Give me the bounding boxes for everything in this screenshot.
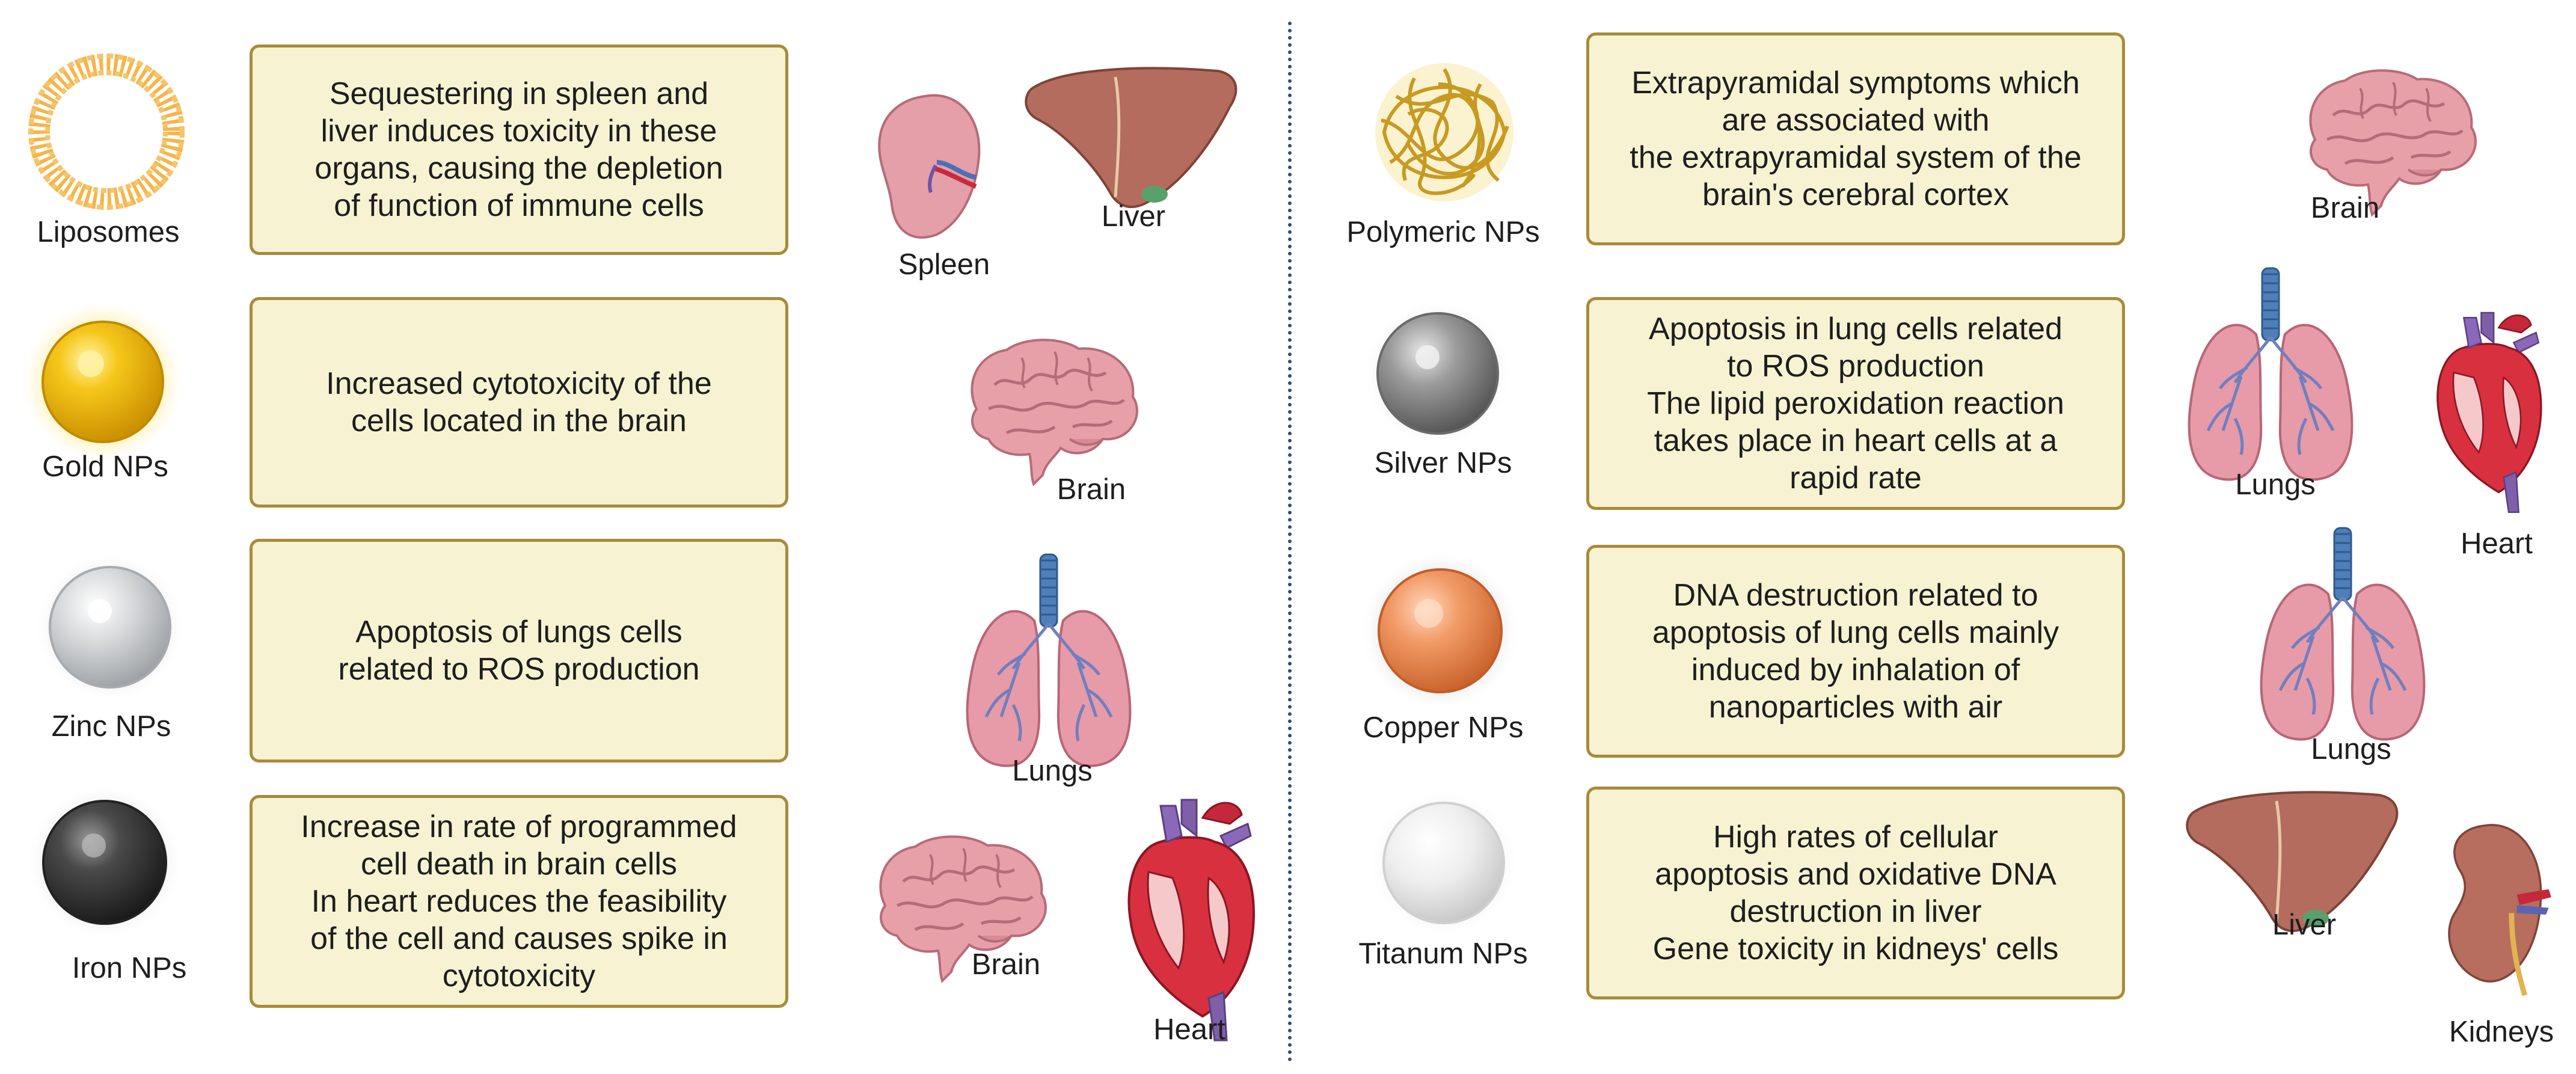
effect-line: related to ROS production xyxy=(338,652,700,687)
np-label-iron: Iron NPs xyxy=(72,952,187,984)
organ-label-lungs: Lungs xyxy=(2311,733,2391,766)
effect-line: DNA destruction related to xyxy=(1673,578,2038,613)
effect-box-titanium: High rates of cellular apoptosis and oxi… xyxy=(1586,787,2125,999)
effect-line: to ROS production xyxy=(1727,349,1984,384)
effect-line: apoptosis of lung cells mainly xyxy=(1652,615,2059,650)
organ-label-brain: Brain xyxy=(1056,473,1126,506)
effect-line: Apoptosis of lungs cells xyxy=(355,615,682,649)
effect-line: brain's cerebral cortex xyxy=(1702,177,2009,212)
effect-line: are associated with xyxy=(1722,103,1990,138)
organ-label-liver: Liver xyxy=(1101,200,1166,233)
effect-line: The lipid peroxidation reaction xyxy=(1647,386,2064,421)
np-label-copper: Copper NPs xyxy=(1363,711,1524,744)
effect-line: takes place in heart cells at a xyxy=(1654,423,2058,458)
effect-box-zinc: Apoptosis of lungs cells related to ROS … xyxy=(250,539,788,763)
zinc-sphere-icon xyxy=(35,552,185,702)
effect-line: induced by inhalation of xyxy=(1691,652,2020,687)
effect-line: destruction in liver xyxy=(1729,894,1982,929)
np-label-gold: Gold NPs xyxy=(42,450,168,483)
organ-label-spleen: Spleen xyxy=(898,248,990,281)
effect-line: of function of immune cells xyxy=(334,188,704,223)
effect-line: liver induces toxicity in these xyxy=(320,114,717,149)
effect-box-silver: Apoptosis in lung cells related to ROS p… xyxy=(1586,297,2125,510)
organ-label-heart: Heart xyxy=(2461,527,2533,560)
heart-icon xyxy=(1127,799,1255,1042)
effect-box-liposomes: Sequestering in spleen and liver induces… xyxy=(250,44,788,255)
effect-box-polymeric: Extrapyramidal symptoms which are associ… xyxy=(1586,32,2125,245)
effect-line: Increase in rate of programmed xyxy=(301,809,737,844)
organ-label-lungs: Lungs xyxy=(2235,468,2316,501)
silver-sphere-icon xyxy=(1364,299,1512,447)
effect-line: the extrapyramidal system of the xyxy=(1630,140,2082,175)
effect-line: Sequestering in spleen and xyxy=(329,76,709,111)
organ-label-liver: Liver xyxy=(2272,909,2337,941)
lungs-icon xyxy=(2184,268,2358,485)
liver-icon xyxy=(1025,65,1242,215)
organ-label-brain: Brain xyxy=(971,948,1041,981)
lungs-icon xyxy=(962,554,1136,771)
effect-line: organs, causing the depletion xyxy=(314,151,723,186)
np-label-polymeric: Polymeric NPs xyxy=(1346,216,1540,248)
organ-label-kidneys: Kidneys xyxy=(2449,1016,2554,1048)
effect-box-gold: Increased cytotoxicity of the cells loca… xyxy=(250,297,788,508)
effect-line: High rates of cellular xyxy=(1713,820,1998,855)
np-label-silver: Silver NPs xyxy=(1374,447,1512,479)
copper-sphere-icon xyxy=(1359,550,1521,712)
iron-sphere-icon xyxy=(26,784,183,941)
effect-box-iron: Increase in rate of programmed cell deat… xyxy=(250,795,788,1008)
organ-label-brain: Brain xyxy=(2310,192,2380,224)
heart-icon xyxy=(2436,311,2542,514)
effect-line: Increased cytotoxicity of the xyxy=(326,366,712,401)
effect-line: apoptosis and oxidative DNA xyxy=(1655,857,2056,892)
lungs-icon xyxy=(2256,528,2430,744)
titanium-sphere-icon xyxy=(1369,788,1519,938)
liposome-icon xyxy=(28,54,185,210)
effect-line: Extrapyramidal symptoms which xyxy=(1631,66,2080,100)
np-label-zinc: Zinc NPs xyxy=(51,710,171,743)
organ-label-heart: Heart xyxy=(1153,1013,1225,1046)
effect-box-copper: DNA destruction related to apoptosis of … xyxy=(1586,545,2125,758)
effect-line: cells located in the brain xyxy=(351,404,687,438)
effect-line: In heart reduces the feasibility xyxy=(311,884,727,919)
effect-line: of the cell and causes spike in xyxy=(310,921,728,956)
effect-line: Apoptosis in lung cells related xyxy=(1649,311,2062,346)
effect-line: rapid rate xyxy=(1789,461,1922,496)
gold-sphere-icon xyxy=(22,301,184,463)
column-divider xyxy=(1288,22,1292,1062)
spleen-icon xyxy=(871,90,994,247)
effect-line: cytotoxicity xyxy=(442,959,596,993)
np-label-titanium: Titanum NPs xyxy=(1358,937,1528,970)
effect-line: nanoparticles with air xyxy=(1708,690,2003,725)
np-label-liposomes: Liposomes xyxy=(37,216,180,248)
organ-label-lungs: Lungs xyxy=(1012,755,1093,787)
kidney-icon xyxy=(2429,820,2565,1001)
effect-line: Gene toxicity in kidneys' cells xyxy=(1652,931,2059,966)
brain-icon xyxy=(964,337,1145,487)
effect-line: cell death in brain cells xyxy=(360,847,678,882)
polymeric-np-icon xyxy=(1375,63,1513,201)
